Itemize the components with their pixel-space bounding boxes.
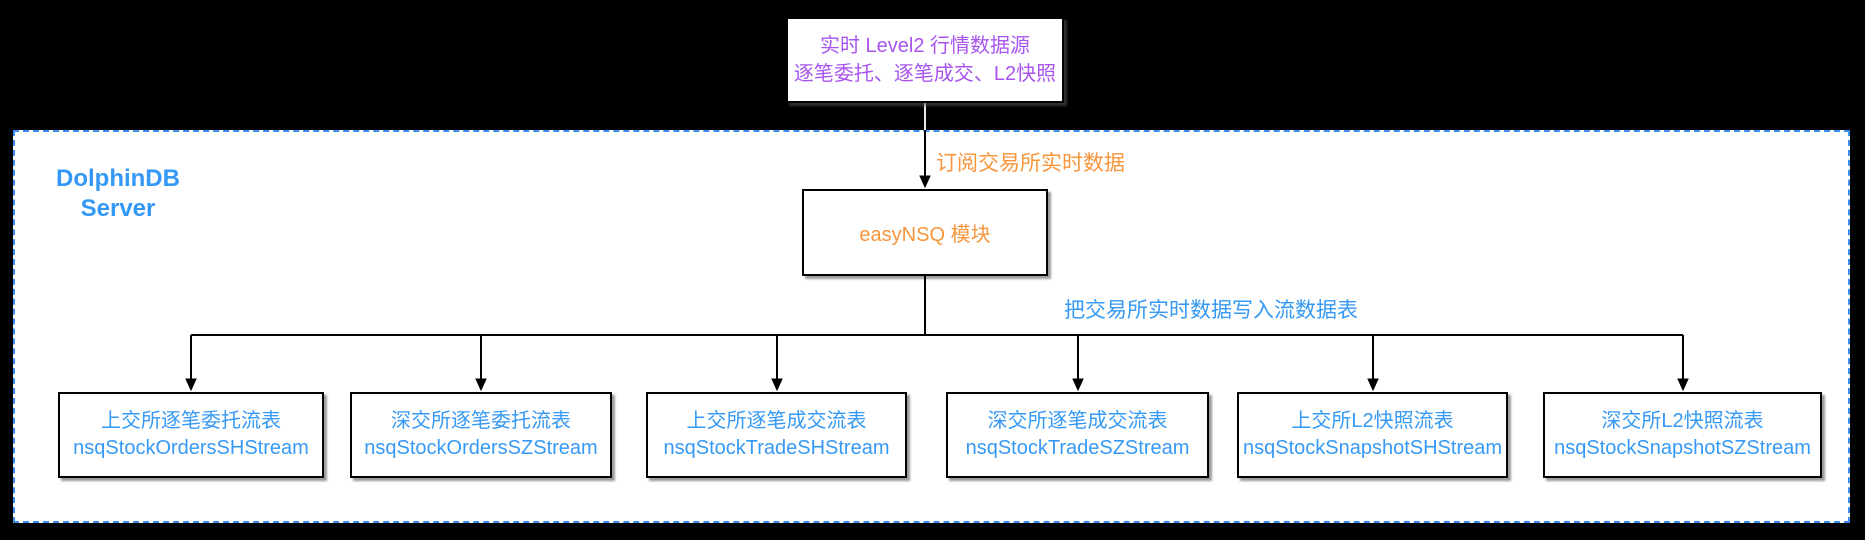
stream-table-name: nsqStockTradeSZStream xyxy=(965,437,1190,459)
stream-table-name: nsqStockOrdersSZStream xyxy=(364,437,598,459)
node-stream-table-sh-trade: 上交所逐笔成交流表 nsqStockTradeSHStream xyxy=(646,392,907,478)
stream-table-name: nsqStockOrdersSHStream xyxy=(73,437,309,459)
source-title-line1: 实时 Level2 行情数据源 xyxy=(819,35,1031,57)
node-stream-table-sh-snapshot: 上交所L2快照流表 nsqStockSnapshotSHStream xyxy=(1237,392,1508,478)
stream-title: 上交所L2快照流表 xyxy=(1291,410,1454,432)
node-stream-table-sh-orders: 上交所逐笔委托流表 nsqStockOrdersSHStream xyxy=(58,392,324,478)
easynsq-module-label: easyNSQ 模块 xyxy=(859,224,991,246)
node-stream-table-sz-trade: 深交所逐笔成交流表 nsqStockTradeSZStream xyxy=(946,392,1209,478)
stream-title: 上交所逐笔委托流表 xyxy=(101,410,281,432)
write-edge-label: 把交易所实时数据写入流数据表 xyxy=(1064,299,1358,322)
stream-table-name: nsqStockSnapshotSHStream xyxy=(1242,437,1503,459)
node-easynsq-module: easyNSQ 模块 xyxy=(802,189,1048,276)
server-label-line1: DolphinDB xyxy=(56,165,180,192)
stream-title: 上交所逐笔成交流表 xyxy=(686,410,867,432)
node-market-data-source: 实时 Level2 行情数据源 逐笔委托、逐笔成交、L2快照 xyxy=(786,17,1064,103)
node-stream-table-sz-orders: 深交所逐笔委托流表 nsqStockOrdersSZStream xyxy=(350,392,612,478)
stream-title: 深交所逐笔委托流表 xyxy=(391,410,571,432)
server-label-line2: Server xyxy=(80,195,156,222)
dolphindb-server-label: DolphinDB Server xyxy=(38,164,198,224)
stream-title: 深交所逐笔成交流表 xyxy=(987,410,1168,432)
node-stream-table-sz-snapshot: 深交所L2快照流表 nsqStockSnapshotSZStream xyxy=(1543,392,1822,478)
source-title-line2: 逐笔委托、逐笔成交、L2快照 xyxy=(793,63,1057,85)
stream-table-name: nsqStockSnapshotSZStream xyxy=(1554,437,1811,459)
stream-title: 深交所L2快照流表 xyxy=(1601,410,1764,432)
stream-table-name: nsqStockTradeSHStream xyxy=(663,437,890,459)
subscribe-edge-label: 订阅交易所实时数据 xyxy=(936,152,1125,175)
